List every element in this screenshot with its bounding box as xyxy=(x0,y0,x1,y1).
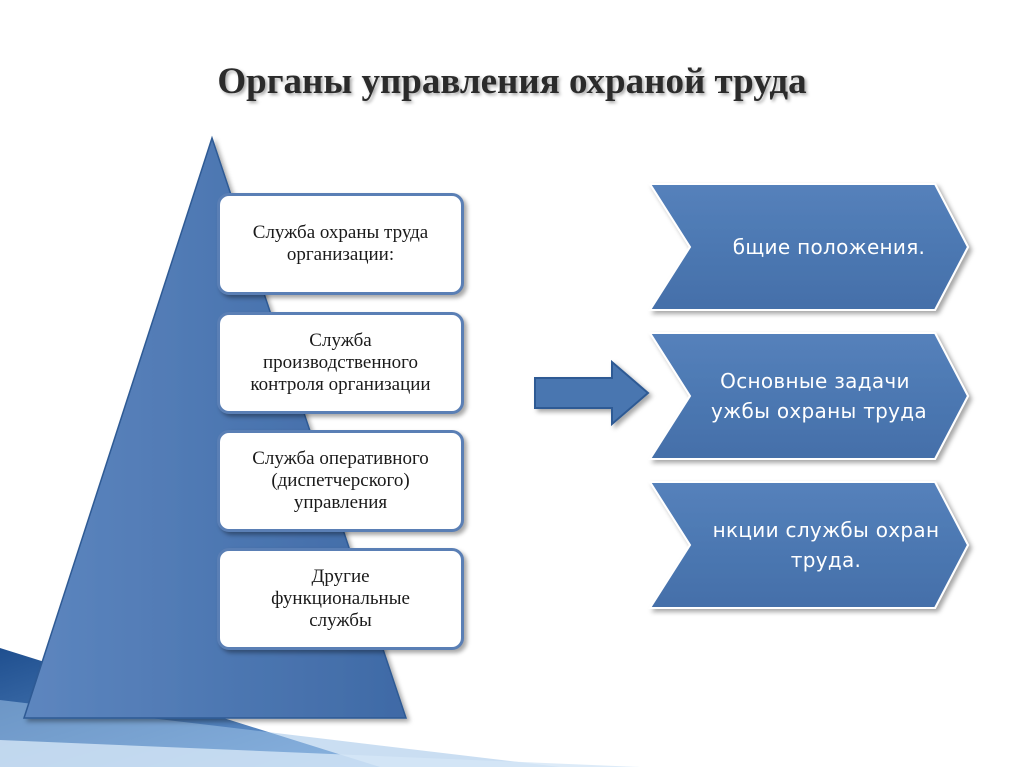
chevron-shape-2 xyxy=(648,332,970,460)
org-box-labor-safety-service: Служба охраны труда организации: xyxy=(217,193,464,295)
org-box-text: Другие функциональные службы xyxy=(271,566,410,631)
org-box-dispatch-management: Служба оперативного (диспетчерского) упр… xyxy=(217,430,464,532)
org-box-text: Служба производственного контроля органи… xyxy=(250,330,431,395)
arrow-right-icon xyxy=(534,359,650,427)
org-box-text: Служба оперативного (диспетчерского) упр… xyxy=(252,448,429,513)
org-box-text: Служба охраны труда организации: xyxy=(252,222,429,265)
org-box-production-control: Служба производственного контроля органи… xyxy=(217,312,464,414)
chevron-label-general-provisions: бщие положения. xyxy=(732,235,926,259)
chevron-shape-1 xyxy=(648,183,970,311)
chevron-shape-3 xyxy=(648,481,970,609)
slide-title: Органы управления охраной труда xyxy=(217,61,807,102)
chevron-label-main-tasks: Основные задачи ужбы охраны труда xyxy=(711,369,927,423)
org-box-other-services: Другие функциональные службы xyxy=(217,548,464,650)
chevron-label-functions: нкции службы охран труда. xyxy=(712,518,940,572)
